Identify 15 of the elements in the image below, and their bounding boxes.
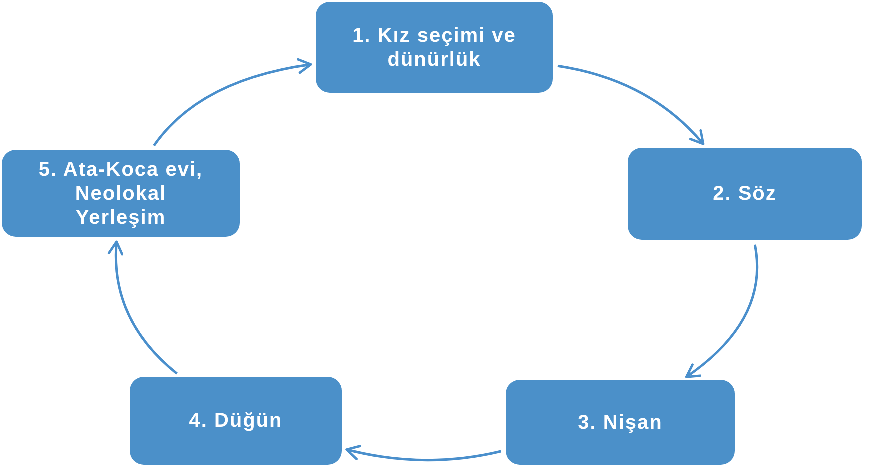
step-label: 1. Kız seçimi ve dünürlük [352,24,518,72]
step-label: 2. Söz [713,182,777,206]
curved-arrow [108,240,178,375]
process-box [506,380,735,465]
curved-arrow [558,64,705,146]
process-box [316,2,553,93]
step-label: 4. Düğün [189,409,283,433]
process-box [130,377,342,465]
curved-arrow [153,58,312,147]
step-label: 3. Nişan [578,410,663,434]
process-box [628,148,862,240]
curved-arrow [346,444,502,462]
step-label: 5. Ata-Koca evi, Neolokal Yerleşim [38,158,204,230]
curved-arrow [685,244,759,378]
process-box [2,150,240,237]
